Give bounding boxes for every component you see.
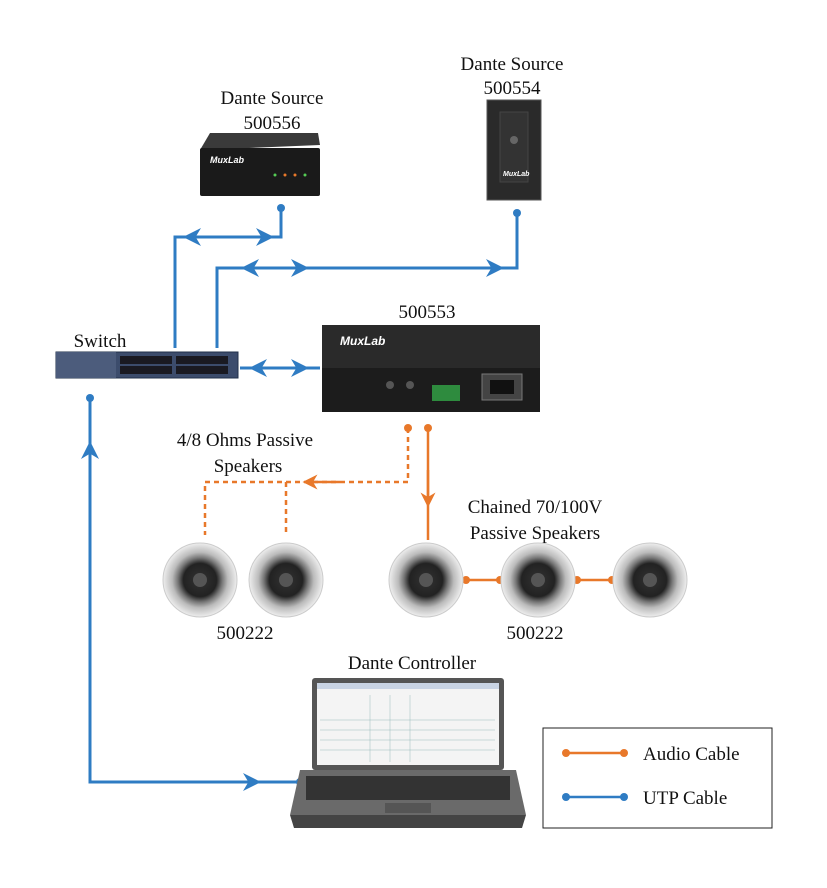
audio-cables bbox=[203, 428, 612, 582]
passive-speakers-label-2: Speakers bbox=[214, 456, 283, 477]
chained-speakers-label-2: Passive Speakers bbox=[470, 523, 600, 544]
device-title: Dante Source bbox=[461, 54, 564, 75]
legend-label: Audio Cable bbox=[643, 744, 740, 765]
legend: Audio Cable UTP Cable bbox=[542, 727, 773, 829]
utp-cable-500554 bbox=[215, 213, 519, 348]
brand-logo: MuxLab bbox=[503, 171, 530, 178]
passive-speakers-model: 500222 bbox=[217, 623, 274, 644]
speaker[interactable] bbox=[388, 542, 464, 618]
speaker[interactable] bbox=[248, 542, 324, 618]
brand-logo: MuxLab bbox=[210, 155, 245, 165]
legend-label: UTP Cable bbox=[643, 788, 727, 809]
dante-controller-laptop[interactable]: Dante Controller bbox=[290, 653, 526, 828]
speakers bbox=[162, 542, 688, 618]
device-title: Dante Source bbox=[221, 88, 324, 109]
device-model: 500553 bbox=[399, 302, 456, 323]
utp-cable-500556 bbox=[173, 208, 283, 348]
speaker[interactable] bbox=[162, 542, 238, 618]
device-model: 500556 bbox=[244, 113, 301, 134]
passive-speakers-label-1: 4/8 Ohms Passive bbox=[177, 430, 313, 451]
network-switch[interactable]: Switch bbox=[55, 331, 239, 379]
amplifier-500553[interactable]: 500553 MuxLab bbox=[322, 302, 540, 412]
switch-label: Switch bbox=[74, 331, 127, 352]
controller-label: Dante Controller bbox=[348, 653, 477, 674]
legend-item-utp: UTP Cable bbox=[562, 788, 727, 809]
legend-item-audio: Audio Cable bbox=[562, 744, 740, 765]
speaker[interactable] bbox=[500, 542, 576, 618]
device-model: 500554 bbox=[484, 78, 542, 99]
chained-speakers-model: 500222 bbox=[507, 623, 564, 644]
chained-speakers-label-1: Chained 70/100V bbox=[468, 497, 603, 518]
dante-source-500556[interactable]: Dante Source 500556 MuxLab bbox=[200, 88, 323, 196]
utp-cables bbox=[81, 208, 519, 791]
brand-logo: MuxLab bbox=[340, 334, 385, 348]
speaker[interactable] bbox=[612, 542, 688, 618]
dante-source-500554[interactable]: Dante Source 500554 MuxLab bbox=[461, 54, 564, 201]
